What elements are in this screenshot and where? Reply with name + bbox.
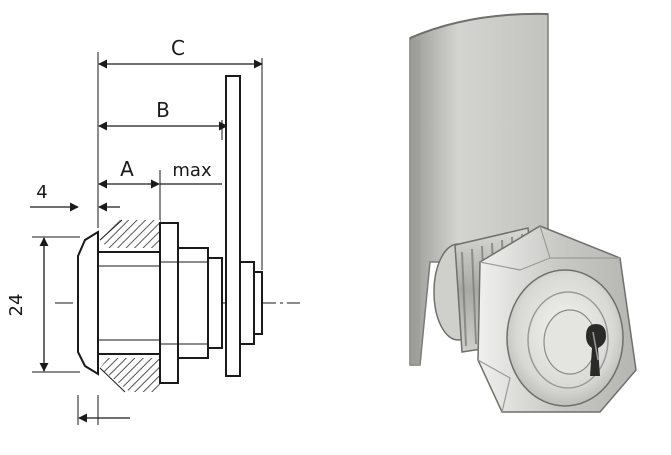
panel-section-bottom — [100, 358, 160, 392]
cam-lock-photo — [409, 12, 637, 413]
cam-plate — [225, 75, 241, 377]
dimension-lines — [30, 59, 263, 423]
hex-nut — [159, 222, 179, 384]
label-24: 24 — [6, 294, 27, 317]
label-a: A — [120, 157, 134, 181]
technical-drawing — [30, 52, 300, 425]
label-b: B — [156, 98, 170, 122]
spindle-step — [207, 257, 223, 349]
spindle-end — [239, 261, 255, 345]
panel-section-top — [100, 220, 160, 248]
barrel — [97, 251, 161, 355]
dimension-labels: C B A max 4 24 — [6, 36, 212, 316]
screw-head — [253, 271, 263, 335]
threaded-section — [177, 247, 209, 359]
label-4: 4 — [36, 182, 47, 203]
lock-head — [77, 230, 99, 376]
label-max: max — [172, 160, 212, 181]
label-c: C — [171, 36, 185, 60]
